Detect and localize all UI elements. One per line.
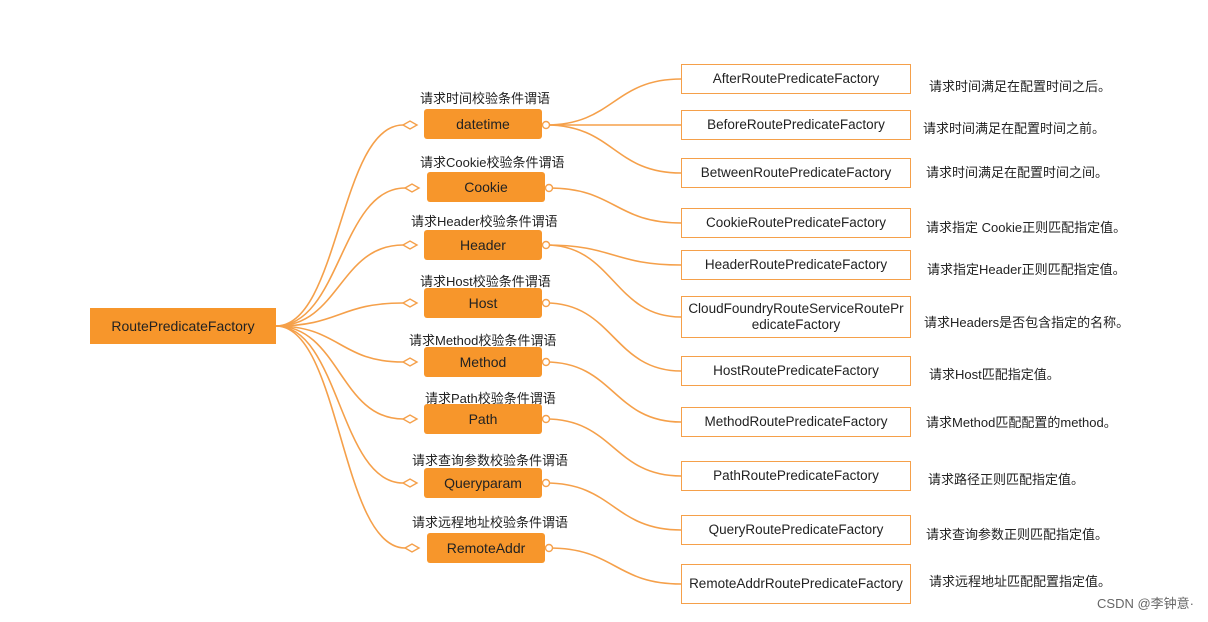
group-node-queryparam: Queryparam (424, 468, 542, 498)
root-to-group-edge-2 (275, 244, 404, 327)
group-caption-method: 请求Method校验条件谓语 (409, 333, 557, 348)
group-output-circle-4 (541, 357, 551, 367)
group-to-leaf-edge-2 (545, 124, 682, 174)
leaf-desc-query: 请求查询参数正则匹配指定值。 (926, 527, 1109, 542)
group-node-label: Header (460, 237, 506, 253)
group-node-datetime: datetime (424, 109, 542, 139)
leaf-node-cloudfoundry: CloudFoundryRouteServiceRoutePredicateFa… (681, 296, 911, 338)
leaf-node-label: QueryRoutePredicateFactory (708, 522, 884, 537)
leaf-node-host: HostRoutePredicateFactory (681, 356, 911, 386)
leaf-desc-method: 请求Method匹配配置的method。 (926, 415, 1117, 430)
leaf-desc-header: 请求指定Header正则匹配指定值。 (927, 262, 1126, 277)
group-output-circle-7 (544, 543, 554, 553)
group-output-circle-2 (541, 240, 551, 250)
leaf-desc-host: 请求Host匹配指定值。 (929, 367, 1060, 382)
group-input-diamond-3 (401, 298, 419, 308)
group-node-host: Host (424, 288, 542, 318)
group-output-circle-6 (541, 478, 551, 488)
group-node-label: datetime (456, 116, 510, 132)
group-input-diamond-2 (401, 240, 419, 250)
group-input-diamond-5 (401, 414, 419, 424)
group-caption-cookie: 请求Cookie校验条件谓语 (420, 155, 565, 170)
group-node-label: Queryparam (444, 475, 522, 491)
leaf-node-after: AfterRoutePredicateFactory (681, 64, 911, 94)
root-to-group-edge-6 (275, 325, 404, 484)
root-to-group-edge-3 (275, 302, 404, 327)
leaf-node-label: PathRoutePredicateFactory (713, 468, 879, 483)
leaf-desc-cloudfoundry: 请求Headers是否包含指定的名称。 (924, 315, 1130, 330)
leaf-node-method: MethodRoutePredicateFactory (681, 407, 911, 437)
leaf-node-label: CloudFoundryRouteServiceRoutePredicateFa… (688, 301, 904, 332)
leaf-node-header: HeaderRoutePredicateFactory (681, 250, 911, 280)
root-to-group-edge-7 (275, 325, 406, 549)
group-output-circle-5 (541, 414, 551, 424)
leaf-node-label: CookieRoutePredicateFactory (705, 215, 887, 230)
leaf-node-path: PathRoutePredicateFactory (681, 461, 911, 491)
group-input-diamond-4 (401, 357, 419, 367)
group-node-label: Cookie (464, 179, 508, 195)
group-output-circle-0 (541, 120, 551, 130)
group-node-label: Host (468, 295, 498, 311)
group-node-remoteaddr: RemoteAddr (427, 533, 545, 563)
root-to-group-edge-1 (275, 187, 406, 327)
leaf-desc-path: 请求路径正则匹配指定值。 (928, 472, 1085, 487)
group-node-label: Method (459, 354, 507, 370)
leaf-node-label: AfterRoutePredicateFactory (712, 71, 880, 86)
group-caption-remoteaddr: 请求远程地址校验条件谓语 (412, 515, 569, 530)
group-caption-host: 请求Host校验条件谓语 (420, 274, 551, 289)
leaf-desc-between: 请求时间满足在配置时间之间。 (926, 165, 1109, 180)
group-to-leaf-edge-10 (548, 547, 682, 585)
group-caption-header: 请求Header校验条件谓语 (411, 214, 558, 229)
group-caption-path: 请求Path校验条件谓语 (425, 391, 556, 406)
group-node-header: Header (424, 230, 542, 260)
leaf-node-label: RemoteAddrRoutePredicateFactory (689, 576, 903, 591)
leaf-node-label: MethodRoutePredicateFactory (704, 414, 888, 429)
group-caption-queryparam: 请求查询参数校验条件谓语 (412, 453, 569, 468)
leaf-node-label: HeaderRoutePredicateFactory (704, 257, 888, 272)
leaf-node-label: BeforeRoutePredicateFactory (707, 117, 885, 132)
leaf-node-query: QueryRoutePredicateFactory (681, 515, 911, 545)
leaf-node-label: BetweenRoutePredicateFactory (700, 165, 892, 180)
leaf-node-label: HostRoutePredicateFactory (713, 363, 879, 378)
group-to-leaf-edge-4 (545, 244, 682, 266)
leaf-node-remoteaddr: RemoteAddrRoutePredicateFactory (681, 564, 911, 604)
group-to-leaf-edge-6 (545, 302, 682, 372)
group-node-label: Path (468, 411, 498, 427)
group-to-leaf-edge-8 (545, 418, 682, 477)
group-output-circle-1 (544, 183, 554, 193)
group-to-leaf-edge-3 (548, 187, 682, 224)
group-caption-datetime: 请求时间校验条件谓语 (420, 91, 551, 106)
group-input-diamond-0 (401, 120, 419, 130)
leaf-desc-cookie: 请求指定 Cookie正则匹配指定值。 (926, 220, 1127, 235)
group-input-diamond-1 (403, 183, 421, 193)
root-node: RoutePredicateFactory (90, 308, 276, 344)
leaf-desc-before: 请求时间满足在配置时间之前。 (923, 121, 1106, 136)
root-to-group-edge-5 (275, 325, 404, 420)
group-to-leaf-edge-0 (545, 78, 682, 126)
leaf-node-between: BetweenRoutePredicateFactory (681, 158, 911, 188)
root-to-group-edge-4 (275, 325, 404, 363)
group-input-diamond-7 (403, 543, 421, 553)
root-to-group-edge-0 (275, 124, 404, 327)
group-to-leaf-edge-7 (545, 361, 682, 423)
group-to-leaf-edge-9 (545, 482, 682, 531)
group-input-diamond-6 (401, 478, 419, 488)
group-node-label: RemoteAddr (446, 540, 526, 556)
leaf-desc-remoteaddr: 请求远程地址匹配配置指定值。 (929, 574, 1112, 589)
group-node-cookie: Cookie (427, 172, 545, 202)
leaf-node-before: BeforeRoutePredicateFactory (681, 110, 911, 140)
root-node-label: RoutePredicateFactory (111, 318, 255, 334)
group-output-circle-3 (541, 298, 551, 308)
group-node-method: Method (424, 347, 542, 377)
group-node-path: Path (424, 404, 542, 434)
leaf-node-cookie: CookieRoutePredicateFactory (681, 208, 911, 238)
group-to-leaf-edge-5 (545, 244, 682, 318)
watermark-text: CSDN @李钟意· (1097, 596, 1194, 611)
leaf-desc-after: 请求时间满足在配置时间之后。 (929, 79, 1112, 94)
